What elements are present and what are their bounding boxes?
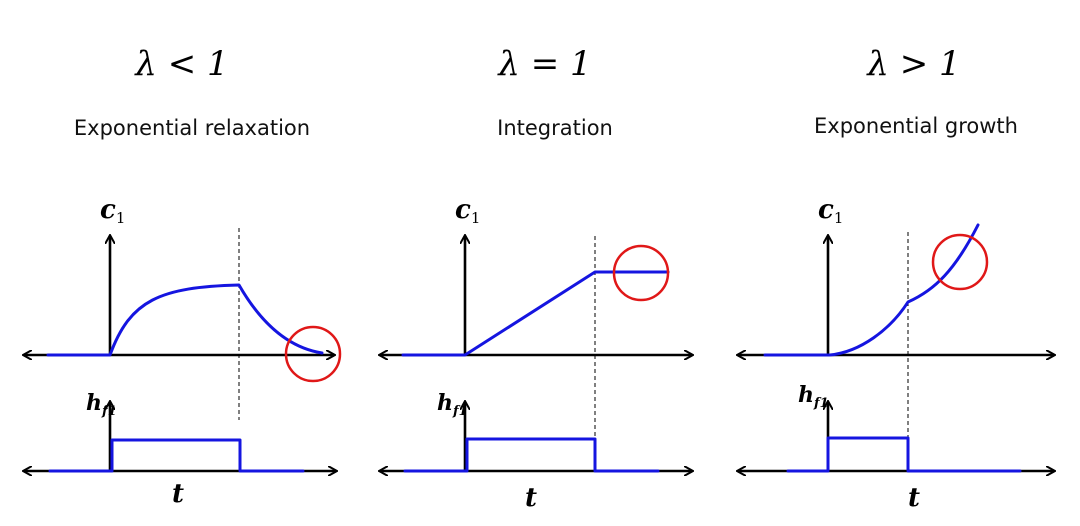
panel-1-description: Exponential relaxation <box>74 116 310 140</box>
panel-relaxation: λ < 1 Exponential relaxation c1 hf1 t <box>24 44 342 509</box>
panel-1-condition: λ < 1 <box>133 44 228 84</box>
panel-2-description: Integration <box>497 116 613 140</box>
panel-3-y-label: c1 <box>818 195 843 227</box>
panel-3-description: Exponential growth <box>814 114 1018 138</box>
panel-3-pulse-signal <box>786 436 1022 473</box>
panel-2-pulse-signal <box>403 437 660 473</box>
panel-growth: λ > 1 Exponential growth c1 hf1 t <box>738 44 1054 513</box>
panel-1-pulse-label: hf1 <box>86 390 117 419</box>
panel-2-time-label: t <box>525 483 537 513</box>
panel-2-y-label: c1 <box>455 195 480 227</box>
panel-1-time-label: t <box>172 479 184 509</box>
panel-integration: λ = 1 Integration c1 hf1 t <box>380 44 692 513</box>
panel-1-pulse-signal <box>48 438 305 473</box>
panel-2-highlight-circle <box>612 244 670 302</box>
panel-1-response-curve <box>46 283 324 357</box>
panel-3-pulse-label: hf1 <box>798 382 829 411</box>
panel-3-time-label: t <box>908 483 920 513</box>
panel-1-y-label: c1 <box>100 195 125 227</box>
panel-3-condition: λ > 1 <box>865 44 960 84</box>
panel-3-highlight-circle <box>931 233 989 291</box>
panel-1-highlight-circle <box>284 325 342 383</box>
panel-2-condition: λ = 1 <box>496 44 591 84</box>
panel-2-response-curve <box>401 270 670 357</box>
panel-3-response-curve <box>763 223 980 357</box>
panel-2-pulse-label: hf1 <box>437 390 468 419</box>
